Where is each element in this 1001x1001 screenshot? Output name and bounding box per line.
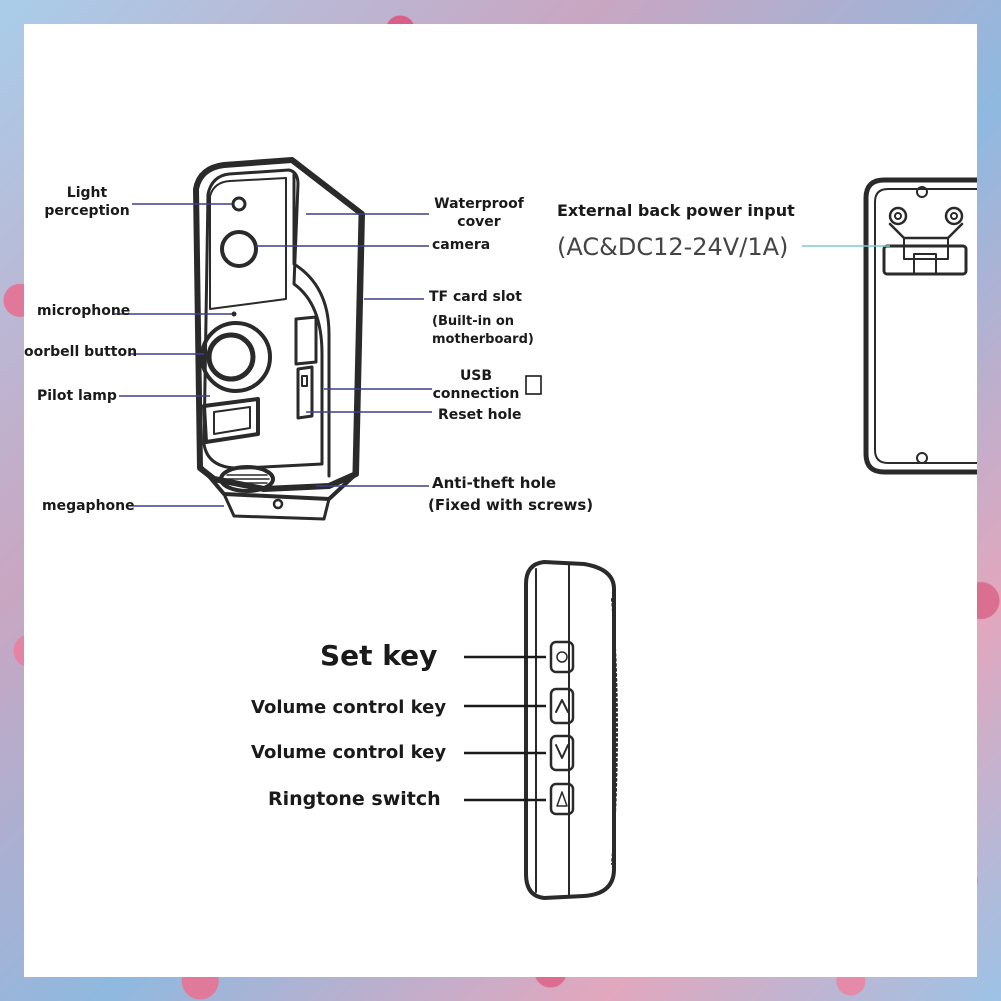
megaphone-label: megaphone <box>42 498 135 514</box>
camera-label: camera <box>432 237 491 253</box>
back-mount-device <box>863 177 977 475</box>
receiver-device <box>524 560 618 900</box>
volume-down-label: Volume control key <box>251 742 447 763</box>
volume-up-label: Volume control key <box>251 697 447 718</box>
anti-theft-note-label: (Fixed with screws) <box>428 496 594 514</box>
usb-connection-label: USB connection <box>432 368 520 402</box>
microphone-label: microphone <box>37 303 131 319</box>
product-diagram <box>114 157 977 900</box>
tf-card-note-label: (Built-in on motherboard) <box>432 314 534 347</box>
reset-hole-label: Reset hole <box>438 407 522 423</box>
pilot-lamp-label: Pilot lamp <box>37 388 117 404</box>
set-key-label: Set key <box>320 639 438 672</box>
ringtone-switch-label: Ringtone switch <box>268 788 441 810</box>
power-input-spec: (AC&DC12-24V/1A) <box>557 233 789 261</box>
power-input-title: External back power input <box>557 201 795 220</box>
waterproof-cover-label: Waterproof cover <box>434 196 524 230</box>
usb-marker-box <box>525 375 542 395</box>
tf-card-slot-label: TF card slot <box>429 289 522 305</box>
light-perception-label: Light perception <box>44 185 130 219</box>
diagram-panel: Light perception microphone oorbell butt… <box>24 24 977 977</box>
doorbell-device <box>193 157 365 521</box>
doorbell-button-label: oorbell button <box>24 344 138 360</box>
doorbell-leader-lines <box>114 203 432 507</box>
anti-theft-hole-label: Anti-theft hole <box>432 474 557 492</box>
receiver-leader-lines <box>464 655 546 802</box>
